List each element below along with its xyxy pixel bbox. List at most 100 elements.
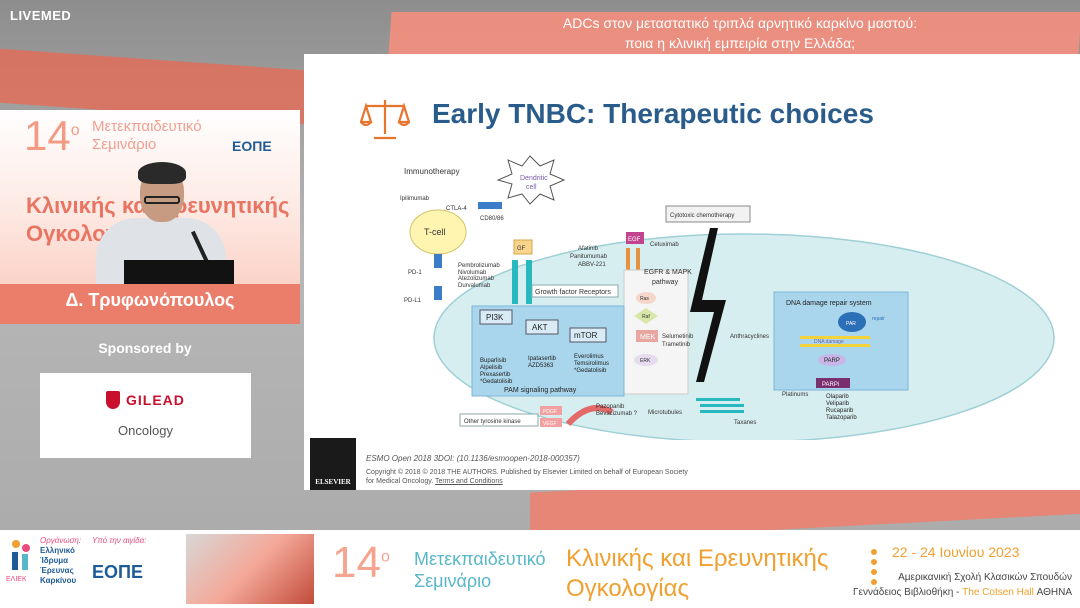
label-egfr-pathway-2: pathway <box>652 279 679 286</box>
label-ctla4: CTLA-4 <box>446 206 467 212</box>
other-tk-box <box>459 413 539 427</box>
cytotoxic-box <box>665 205 751 223</box>
label-abbv: ABBV-221 <box>578 262 606 268</box>
label-taxanes: Taxanes <box>734 420 756 426</box>
label-nivolumab: Nivolumab <box>458 270 487 276</box>
microtubule-1 <box>696 398 740 401</box>
label-bevacizumab: Bevacizumab ? <box>596 411 638 417</box>
label-gedatolisib-1: *Gedatolisib <box>480 379 513 385</box>
elsevier-tree-logo <box>310 438 356 490</box>
eope-logo: ΕΟΠΕ <box>92 562 144 582</box>
label-repair: repair <box>872 316 885 322</box>
label-everolimus: Everolimus <box>574 354 604 360</box>
label-olaparib: Olaparib <box>826 394 849 400</box>
label-dna-repair: DNA damage repair system <box>786 300 872 307</box>
vegf-box <box>540 418 562 427</box>
label-pdl1: PD-L1 <box>404 298 422 304</box>
label-trametinib: Trametinib <box>662 342 691 348</box>
label-ras: Ras <box>640 296 649 302</box>
sponsored-label: Sponsored by <box>98 340 192 356</box>
banner-number: 14ο <box>332 538 390 587</box>
label-gfr: Growth factor Receptors <box>535 289 611 296</box>
gfr-label-box <box>531 284 619 298</box>
event-date: 22 - 24 Ιουνίου 2023 <box>892 544 1020 560</box>
label-pi3k: PI3K <box>486 313 504 322</box>
label-anthracyclines: Anthracyclines <box>730 334 769 340</box>
dna-repair-box <box>773 291 909 391</box>
label-mtor: mTOR <box>574 331 598 340</box>
label-buparlisib: Buparlisib <box>480 358 507 364</box>
decor-dots-icon <box>871 549 877 585</box>
label-afatinib: Afatinib <box>578 246 599 252</box>
label-gedatolisib-2: *Gedatolisib <box>574 368 607 374</box>
banner-photo <box>186 534 314 604</box>
label-selumetinib: Selumetinib <box>662 334 694 340</box>
pi3k-node <box>479 309 513 325</box>
label-akt: AKT <box>532 323 548 332</box>
banner-seminar: Μετεκπαιδευτικό Σεμινάριο <box>414 549 546 591</box>
label-gf: GF <box>517 246 526 252</box>
slide-title: Early TNBC: Therapeutic choices <box>432 98 874 129</box>
label-rucaparib: Rucaparib <box>826 408 854 414</box>
label-egf: EGF <box>628 237 641 243</box>
elsevier-wordmark: ELSEVIER <box>315 478 351 486</box>
label-parpi: PARPi <box>822 382 839 388</box>
parp-node <box>818 354 846 366</box>
terms-link[interactable]: Terms and Conditions <box>435 478 503 485</box>
label-ipilimumab: Ipilimumab <box>400 196 430 202</box>
backdrop-org: ΕΟΠΕ <box>232 138 272 154</box>
blood-vessel <box>565 405 614 427</box>
journal-citation: ESMO Open 2018 3DOI: (10.1136/esmoopen-2… <box>366 454 580 463</box>
label-pam: PAM signaling pathway <box>504 387 577 394</box>
label-temsirolimus: Temsirolimus <box>574 361 609 367</box>
label-veliparib: Veliparib <box>826 401 850 407</box>
pd1-receptor <box>434 254 442 268</box>
copyright-notice: Copyright © 2018 © 2018 THE AUTHORS. Pub… <box>366 469 688 485</box>
event-venue: Αμερικανική Σχολή Κλασικών Σπουδών Γεννά… <box>853 572 1072 598</box>
label-alpelisib: Alpelisib <box>480 365 503 371</box>
session-title: ADCs στον μεταστατικό τριπλά αρνητικό κα… <box>562 15 918 51</box>
gilead-shield-icon <box>106 391 120 409</box>
label-immunotherapy: Immunotherapy <box>404 167 460 176</box>
label-raf: Raf <box>642 314 650 320</box>
erk-node <box>634 354 658 366</box>
speaker-video: 14ο Μετεκπαιδευτικό Σεμινάριο ΕΟΠΕ Κλινι… <box>0 110 300 284</box>
egf-box <box>626 232 644 244</box>
label-other-tk: Other tyrosine kinase <box>464 419 521 425</box>
label-talazoparib: Talazoparib <box>826 415 857 421</box>
label-vegf: VEGF <box>543 421 557 427</box>
label-cd80: CD80/86 <box>480 216 504 222</box>
label-pembrolizumab: Pembrolizumab <box>458 263 500 269</box>
label-platinums: Platinums <box>782 392 808 398</box>
podium <box>124 260 234 284</box>
label-prexasertib: Prexasertib <box>480 372 511 378</box>
microtubule-2 <box>700 404 744 407</box>
label-dendritic-1: Dendritic <box>520 175 548 182</box>
ras-node <box>636 292 656 304</box>
presentation-slide: Early TNBC: Therapeutic choices Immunoth… <box>304 54 1080 490</box>
label-cytotoxic: Cytotoxic chemotherapy <box>670 213 734 219</box>
balance-scale-icon <box>360 100 410 140</box>
label-cetuximab: Cetuximab <box>650 242 679 248</box>
label-pazopanib: Pazopanib <box>596 404 625 410</box>
label-durvalumab: Durvalumab <box>458 283 491 289</box>
egfr-left <box>626 248 630 288</box>
label-tcell: T-cell <box>424 227 446 237</box>
cd80-receptor <box>478 202 502 209</box>
speaker-name: Δ. Τρυφωνόπουλος <box>65 290 235 310</box>
sponsor-logo: GILEAD Oncology <box>40 373 251 458</box>
elike-logo-icon <box>12 540 30 570</box>
pdl1-receptor <box>434 286 442 300</box>
pdgf-box <box>540 406 562 415</box>
label-mek: MEK <box>640 334 656 341</box>
label-atezolizumab: Atezolizumab <box>458 276 495 282</box>
dendritic-cell <box>496 155 566 205</box>
parpi-node <box>816 378 850 388</box>
mtor-node <box>569 327 607 343</box>
mek-node <box>636 330 658 342</box>
label-parp: PARP <box>824 358 840 364</box>
dna-strand-2 <box>800 344 870 347</box>
label-dendritic-2: cell <box>526 184 537 191</box>
backdrop-subtitle: Μετεκπαιδευτικό Σεμινάριο <box>92 118 202 153</box>
